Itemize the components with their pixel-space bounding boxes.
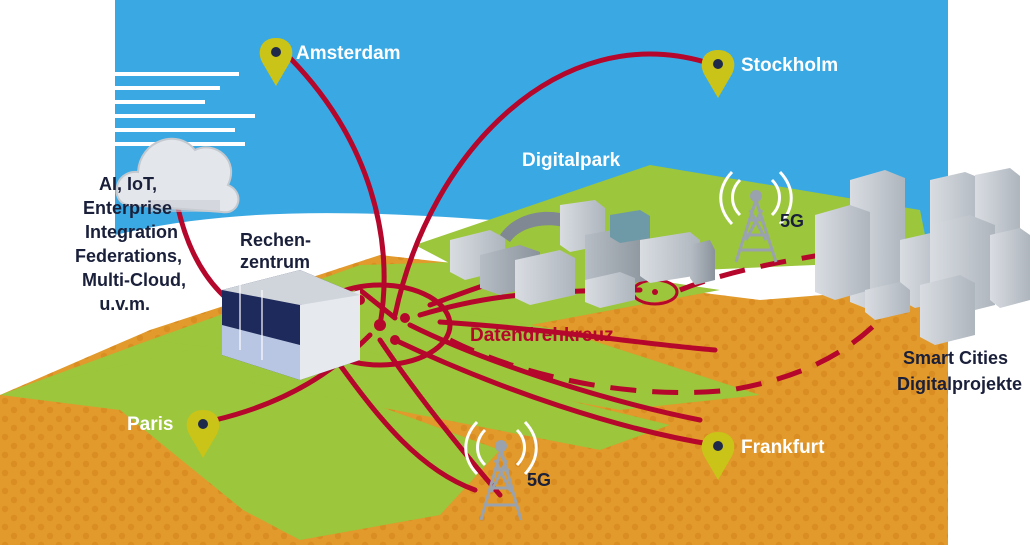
cloud-services-line: Enterprise [83,198,172,218]
cloud-services-line: Multi-Cloud, [82,270,186,290]
map-pin-icon [701,50,735,98]
datacenter-building [222,270,360,380]
rechenzentrum-label-line1: Rechen- [240,230,311,250]
cloud-services-line: AI, IoT, [99,174,157,194]
digitalpark-buildings [450,200,715,308]
smart-city-buildings [815,168,1030,345]
city-label-paris: Paris [127,414,173,435]
cloud-services-line: u.v.m. [99,294,150,314]
radio-tower-icon [719,170,793,263]
rechenzentrum-label-line2: zentrum [240,252,310,272]
tower-label-5g: 5G [527,470,551,490]
tower-label-5g: 5G [780,211,804,231]
city-label-frankfurt: Frankfurt [741,437,825,458]
network-lines [175,51,718,498]
digitalpark-label: Digitalpark [522,150,621,171]
smart-cities-label-line2: Digitalprojekte [897,374,1022,394]
cloud-services-label: AI, IoT, Enterprise Integration Federati… [75,174,186,314]
city-label-stockholm: Stockholm [741,55,838,76]
smart-cities-label-line1: Smart Cities [903,348,1008,368]
radio-tower-icon [464,420,538,521]
datendrehkreuz-label: Datendrehkreuz [470,325,614,346]
cloud-icon [115,138,240,214]
city-label-amsterdam: Amsterdam [296,43,401,64]
cloud-services-line: Integration [85,222,178,242]
map-pin-icon [186,410,220,458]
map-pin-icon [259,38,293,86]
map-pin-icon [701,432,735,480]
cloud-services-line: Federations, [75,246,182,266]
